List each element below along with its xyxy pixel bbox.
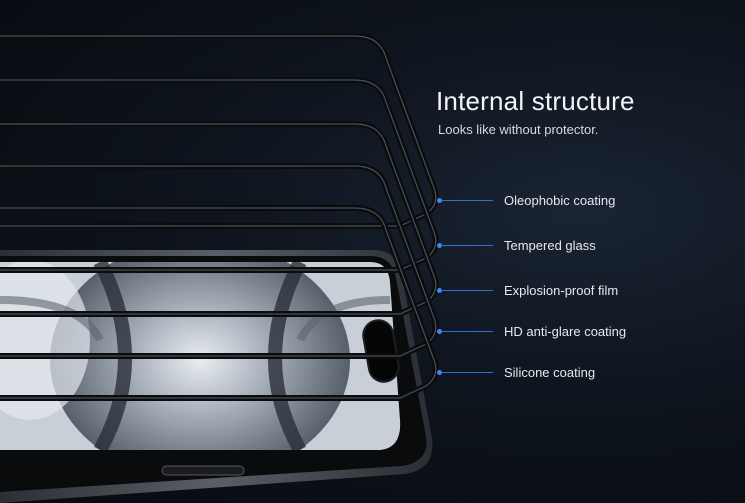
- callout-line: [441, 290, 493, 291]
- layer-label: Explosion-proof film: [504, 283, 619, 298]
- side-button: [161, 465, 245, 476]
- phone-screen: [0, 262, 401, 450]
- callout-line: [441, 200, 493, 201]
- callout-dot-icon: [437, 288, 442, 293]
- layer-label: Silicone coating: [504, 365, 596, 380]
- phone: [0, 250, 433, 503]
- callout-line: [441, 331, 493, 332]
- callout-line: [441, 245, 493, 246]
- layer-label: Tempered glass: [504, 238, 596, 253]
- layer-label: Oleophobic coating: [504, 193, 616, 208]
- callout-line: [441, 372, 493, 373]
- callout-dot-icon: [437, 198, 442, 203]
- layer-label: HD anti-glare coating: [504, 324, 627, 339]
- page-subtitle: Looks like without protector.: [438, 122, 599, 137]
- callout-dot-icon: [437, 243, 442, 248]
- callout-dot-icon: [437, 329, 442, 334]
- protector-layers: [0, 33, 439, 401]
- page-title: Internal structure: [436, 86, 635, 116]
- callout-dot-icon: [437, 370, 442, 375]
